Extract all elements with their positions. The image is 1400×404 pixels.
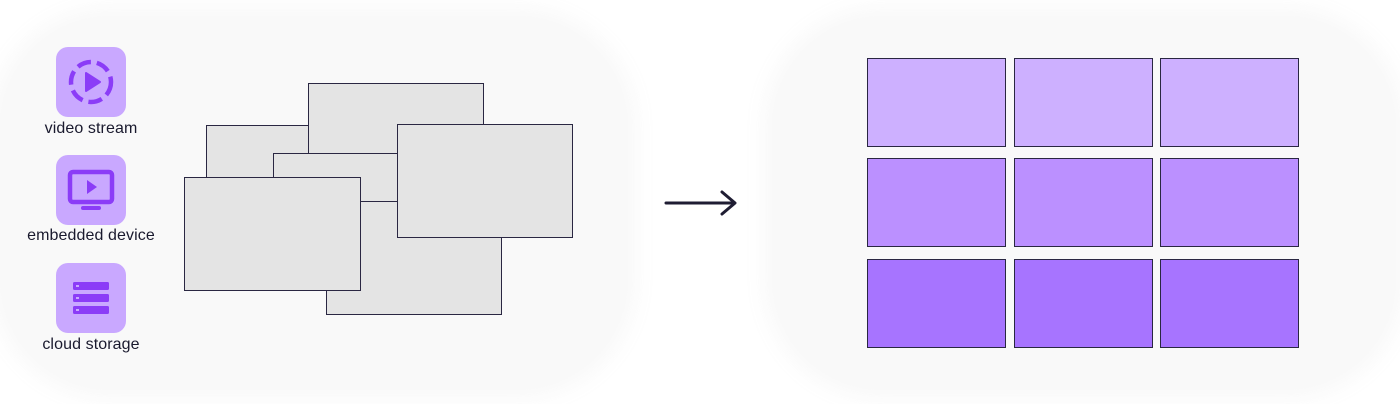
cloud-storage-icon-tile [56, 263, 126, 333]
monitor-play-icon [67, 169, 115, 210]
embedded-device-label: embedded device [27, 227, 155, 244]
output-tile [867, 259, 1006, 348]
server-stack-icon [73, 282, 109, 314]
cloud-storage-label: cloud storage [42, 336, 140, 353]
embedded-device-icon-tile [56, 155, 126, 225]
output-tile [867, 158, 1006, 247]
output-tile [867, 58, 1006, 147]
input-frame [184, 177, 361, 291]
output-tile [1014, 259, 1153, 348]
video-stream-icon-tile [56, 47, 126, 117]
output-tile [1014, 58, 1153, 147]
right-arrow-icon [664, 190, 737, 216]
input-frame [397, 124, 573, 238]
play-circle-icon [68, 59, 114, 105]
output-tile [1014, 158, 1153, 247]
video-stream-label: video stream [44, 120, 138, 137]
output-tile [1160, 158, 1299, 247]
output-tile [1160, 259, 1299, 348]
output-tile [1160, 58, 1299, 147]
